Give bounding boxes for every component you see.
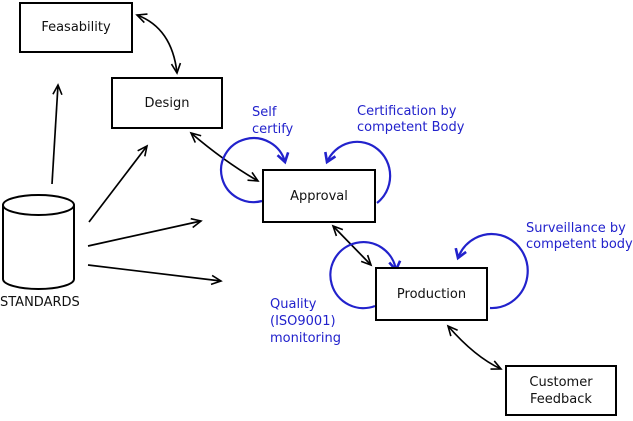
arrow-standards-to-design: [88, 144, 149, 223]
annotation-quality-line2: (ISO9001): [270, 314, 336, 329]
annotation-certification-line2: competent Body: [357, 120, 465, 135]
node-customer-feedback-line1: Customer: [529, 374, 593, 390]
arrow-design-approval: [189, 131, 260, 182]
arrow-standards-to-production: [87, 264, 223, 286]
annotation-surveillance-line2: competent body: [526, 237, 633, 252]
node-design-label: Design: [144, 95, 190, 111]
node-design: Design: [111, 77, 223, 129]
arrow-approval-production: [331, 224, 373, 267]
node-production-label: Production: [396, 286, 467, 302]
standards-label: STANDARDS: [0, 295, 80, 310]
arrow-feasability-design: [135, 13, 182, 75]
arrow-standards-to-feasability: [51, 83, 63, 185]
loop-self-certify: [219, 137, 290, 204]
arrow-production-customer-feedback: [446, 324, 503, 370]
loop-surveillance: [454, 232, 529, 310]
annotation-quality-line3: monitoring: [270, 331, 341, 346]
node-customer-feedback: Customer Feedback: [505, 365, 617, 416]
loop-certification: [324, 140, 392, 204]
node-feasability: Feasability: [19, 2, 133, 53]
node-approval-label: Approval: [290, 188, 348, 204]
annotation-quality-monitoring: Quality (ISO9001) monitoring: [270, 296, 341, 347]
annotation-certification: Certification by competent Body: [357, 104, 464, 136]
annotation-self-certify-line1: Self: [252, 105, 277, 120]
annotation-surveillance: Surveillance by competent body: [526, 221, 633, 253]
annotation-quality-line1: Quality: [270, 297, 317, 312]
node-customer-feedback-line2: Feedback: [530, 391, 592, 407]
node-approval: Approval: [262, 169, 376, 223]
node-feasability-label: Feasability: [41, 20, 111, 35]
annotation-surveillance-line1: Surveillance by: [526, 221, 626, 236]
loop-quality-monitoring: [329, 241, 402, 310]
annotation-self-certify-line2: certify: [252, 122, 294, 137]
node-production: Production: [375, 267, 488, 321]
arrow-standards-to-approval: [87, 217, 203, 247]
standards-cylinder: [1, 194, 75, 290]
annotation-self-certify: Self certify: [252, 104, 293, 138]
annotation-certification-line1: Certification by: [357, 104, 457, 119]
